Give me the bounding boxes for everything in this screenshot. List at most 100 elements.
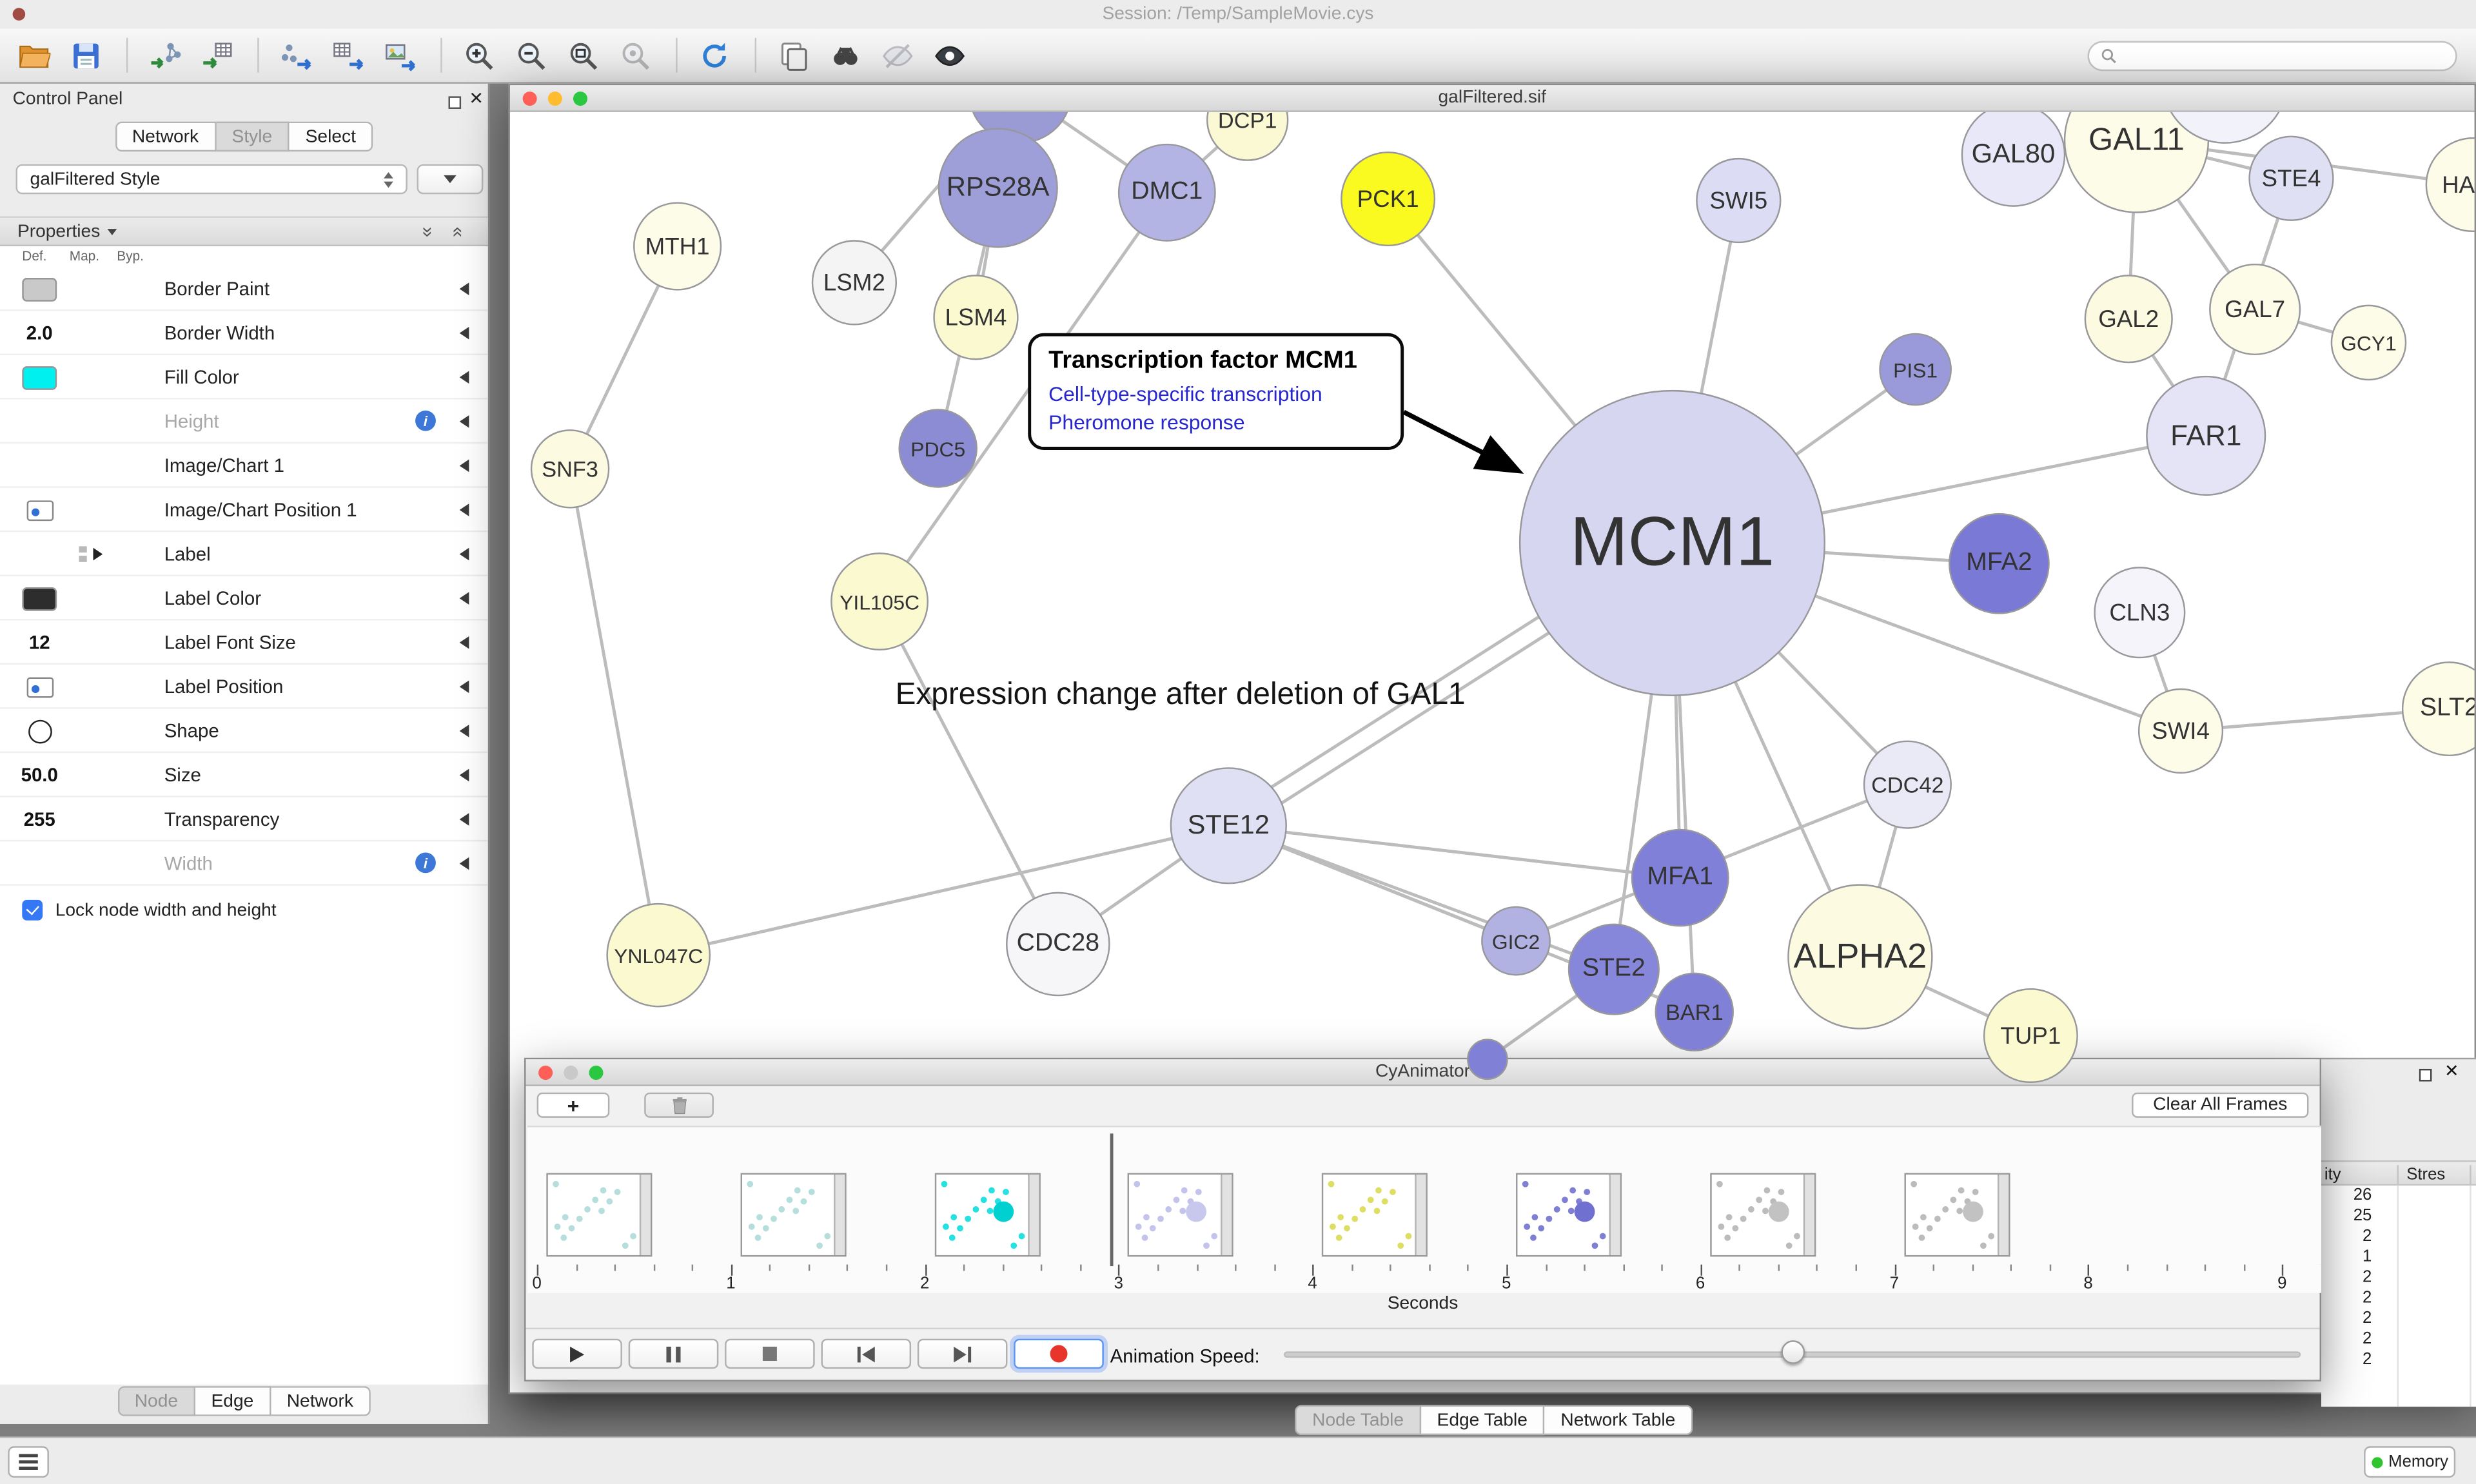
network-edge[interactable] [1228,824,1680,880]
pause-button[interactable] [628,1338,719,1369]
table-row[interactable]: 2 [2321,1350,2476,1371]
network-node-rps28a[interactable]: RPS28A [938,128,1058,248]
expand-row-icon[interactable] [459,503,469,516]
frame-drag-handle[interactable] [833,1175,845,1255]
close-button[interactable] [522,92,537,106]
minimize-button[interactable] [564,1066,578,1080]
network-node-tup1[interactable]: TUP1 [1983,988,2078,1084]
network-node-gal80[interactable]: GAL80 [1961,112,2066,207]
close-button[interactable] [538,1066,553,1080]
ellipse-shape-icon[interactable] [27,719,52,743]
frame-drag-handle[interactable] [1609,1175,1620,1255]
network-node-gcy1[interactable]: GCY1 [2330,304,2407,381]
property-row-image-chart-position-1[interactable]: Image/Chart Position 1 [0,488,488,532]
zoom-button[interactable] [573,92,588,106]
float-panel-icon[interactable] [2419,1068,2432,1082]
frame-thumbnail-0[interactable] [546,1173,653,1257]
property-row-label-position[interactable]: Label Position [0,665,488,709]
network-node-ste4[interactable]: STE4 [2248,135,2334,221]
frame-thumbnail-1[interactable] [740,1173,847,1257]
property-row-label[interactable]: Label [0,532,488,576]
info-icon[interactable]: i [415,852,436,874]
export-table-icon[interactable] [324,33,371,77]
table-row[interactable]: 2 [2321,1309,2476,1329]
network-node-cln3[interactable]: CLN3 [2094,567,2186,659]
frame-thumbnail-2[interactable] [934,1173,1040,1257]
expand-row-icon[interactable] [459,547,469,561]
table-row[interactable]: 26 [2321,1186,2476,1206]
properties-header[interactable]: Properties » « [0,216,488,247]
frame-drag-handle[interactable] [639,1175,651,1255]
close-panel-icon[interactable]: ✕ [2444,1062,2459,1082]
network-node-dmc1[interactable]: DMC1 [1117,143,1216,242]
network-edge[interactable] [568,468,660,956]
close-window-dot[interactable] [12,8,26,21]
table-row[interactable]: 2 [2321,1268,2476,1289]
network-node-swi4[interactable]: SWI4 [2137,688,2224,774]
frame-drag-handle[interactable] [1415,1175,1426,1255]
slider-knob[interactable] [1781,1340,1805,1364]
refresh-layout-icon[interactable] [690,33,737,77]
position-icon[interactable] [26,676,54,698]
skip-to-end-button[interactable] [917,1338,1008,1369]
table-row[interactable]: 25 [2321,1206,2476,1227]
annotation-link[interactable]: Pheromone response [1048,409,1245,434]
hide-details-icon[interactable] [873,33,920,77]
zoom-fit-icon[interactable] [559,33,606,77]
network-node-ynl047c[interactable]: YNL047C [606,903,711,1008]
color-swatch[interactable] [22,586,57,610]
expand-row-icon[interactable] [459,592,469,605]
search-field[interactable] [2087,40,2457,70]
network-node-n2[interactable] [1467,1039,1508,1080]
frame-drag-handle[interactable] [1996,1175,2009,1255]
network-node-mfa1[interactable]: MFA1 [1631,828,1729,927]
network-window-titlebar[interactable]: galFiltered.sif [510,85,2475,112]
color-swatch[interactable] [22,277,57,301]
checkbox-checked-icon[interactable] [22,899,43,921]
network-node-far1[interactable]: FAR1 [2146,375,2266,496]
default-value[interactable]: 50.0 [21,764,58,786]
tab-node[interactable]: Node [117,1386,196,1416]
network-node-pis1[interactable]: PIS1 [1879,333,1952,406]
snapshot-icon[interactable] [769,33,816,77]
annotation-link[interactable]: Cell-type-specific transcription [1048,382,1322,406]
stop-button[interactable] [725,1338,815,1369]
expand-all-icon[interactable]: » [417,226,440,238]
network-node-yil105c[interactable]: YIL105C [830,552,929,650]
network-node-bar1[interactable]: BAR1 [1655,972,1734,1052]
network-edge[interactable] [878,600,1059,945]
import-table-icon[interactable] [193,33,240,77]
expand-row-icon[interactable] [459,326,469,340]
frame-thumbnail-7[interactable] [1903,1173,2010,1257]
record-button[interactable] [1014,1338,1104,1369]
show-details-icon[interactable] [925,33,972,77]
lock-size-checkbox-row[interactable]: Lock node width and height [22,899,277,921]
export-image-icon[interactable] [376,33,423,77]
tab-node-table[interactable]: Node Table [1295,1405,1422,1436]
network-node-mcm1[interactable]: MCM1 [1518,389,1826,697]
expand-row-icon[interactable] [459,636,469,649]
column-header[interactable]: Stres [2406,1165,2446,1184]
position-icon[interactable] [26,500,54,520]
network-node-ste2[interactable]: STE2 [1567,923,1660,1015]
frame-thumbnail-4[interactable] [1322,1173,1428,1257]
expand-row-icon[interactable] [459,459,469,473]
zoom-out-icon[interactable] [507,33,554,77]
zoom-selected-icon[interactable] [611,33,658,77]
network-node-gic2[interactable]: GIC2 [1481,906,1551,976]
network-node-pdc5[interactable]: PDC5 [898,409,978,488]
style-options-button[interactable] [417,164,484,195]
memory-button[interactable]: Memory [2364,1446,2456,1478]
network-edge[interactable] [658,824,1229,957]
style-selector[interactable]: galFiltered Style [15,164,408,195]
tab-network-style[interactable]: Network [271,1386,371,1416]
property-row-shape[interactable]: Shape [0,709,488,754]
expand-row-icon[interactable] [459,813,469,826]
open-file-icon[interactable] [10,33,57,77]
network-node-mfa2[interactable]: MFA2 [1949,513,2050,614]
collapse-all-icon[interactable]: « [447,226,470,238]
